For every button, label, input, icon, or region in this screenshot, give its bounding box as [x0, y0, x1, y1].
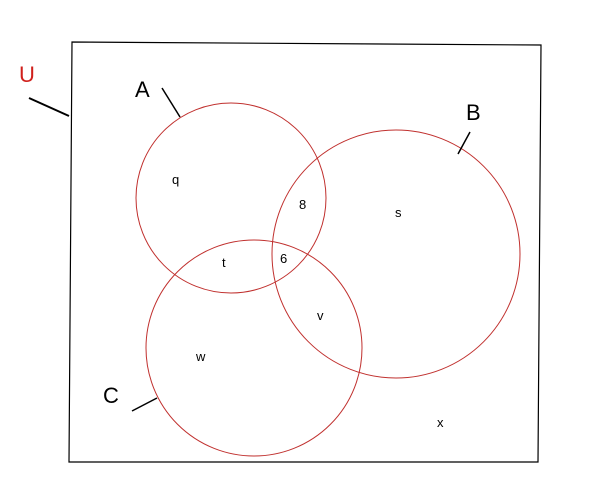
set-a-circle [135, 102, 327, 294]
set-c-pointer-line [131, 397, 158, 412]
region-a-only: q [172, 172, 179, 187]
universe-pointer-line [28, 97, 70, 117]
region-a-and-b-only: 8 [299, 197, 306, 212]
set-b-label: B [466, 100, 481, 125]
set-a-label: A [135, 77, 150, 102]
universe-rectangle [68, 41, 542, 463]
set-b-circle [271, 129, 521, 379]
universe-label: U [19, 62, 35, 87]
region-a-b-c: 6 [280, 251, 287, 266]
set-b-pointer-line [457, 131, 471, 155]
region-a-and-c-only: t [222, 255, 226, 270]
region-c-only: w [195, 349, 206, 364]
region-outside: x [437, 415, 444, 430]
region-b-and-c-only: v [317, 308, 324, 323]
set-c-label: C [103, 383, 119, 408]
set-c-circle [145, 239, 363, 457]
set-a-pointer-line [161, 87, 181, 118]
region-b-only: s [395, 205, 402, 220]
